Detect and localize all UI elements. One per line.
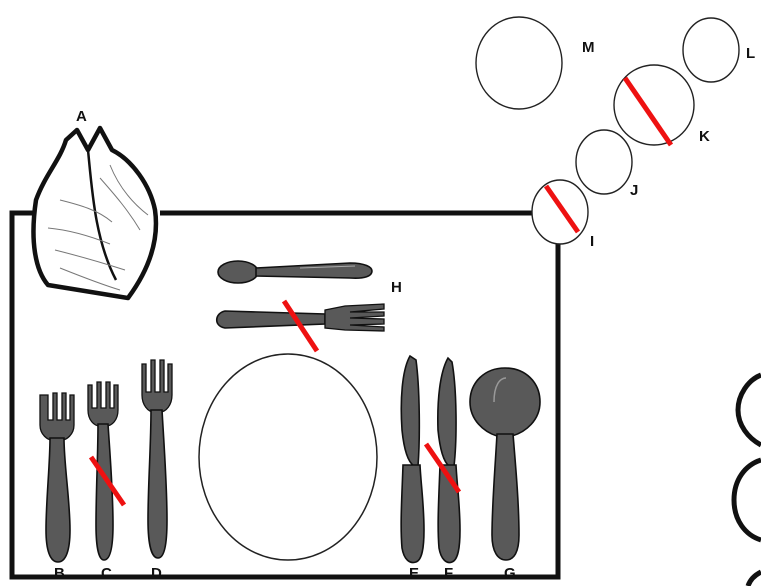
- dinner-knife: [400, 354, 425, 564]
- crossed-out-mark-i: [543, 184, 581, 234]
- dessert-fork: [215, 299, 385, 353]
- label-e: E: [409, 565, 419, 582]
- glass-j: [575, 129, 633, 195]
- crossed-out-mark-h: [281, 299, 320, 353]
- table-outline: [9, 210, 561, 580]
- fish-knife: [423, 356, 462, 564]
- label-b: B: [54, 565, 65, 582]
- crossed-out-mark-c: [88, 455, 127, 507]
- glass-k: [613, 64, 695, 147]
- label-a: A: [76, 108, 87, 125]
- dessert-spoon: [217, 260, 373, 284]
- fish-fork: [87, 381, 127, 561]
- glass-i: [531, 179, 589, 245]
- label-d: D: [151, 565, 162, 582]
- label-k: K: [699, 128, 710, 145]
- glass-m: [475, 16, 563, 110]
- dinner-fork: [141, 359, 173, 559]
- label-h: H: [391, 279, 402, 296]
- label-m: M: [582, 39, 595, 56]
- napkin: [31, 125, 159, 301]
- crossed-out-mark-f: [423, 442, 462, 494]
- label-g: G: [504, 565, 516, 582]
- partial-shape-right-edge: [731, 372, 761, 586]
- label-j: J: [630, 182, 638, 199]
- glass-l: [682, 17, 740, 83]
- label-i: I: [590, 233, 594, 250]
- dinner-plate: [198, 353, 378, 561]
- label-l: L: [746, 45, 755, 62]
- salad-fork: [39, 392, 75, 563]
- crossed-out-mark-k: [622, 76, 674, 147]
- label-f: F: [444, 565, 453, 582]
- label-c: C: [101, 565, 112, 582]
- soup-spoon: [469, 367, 541, 561]
